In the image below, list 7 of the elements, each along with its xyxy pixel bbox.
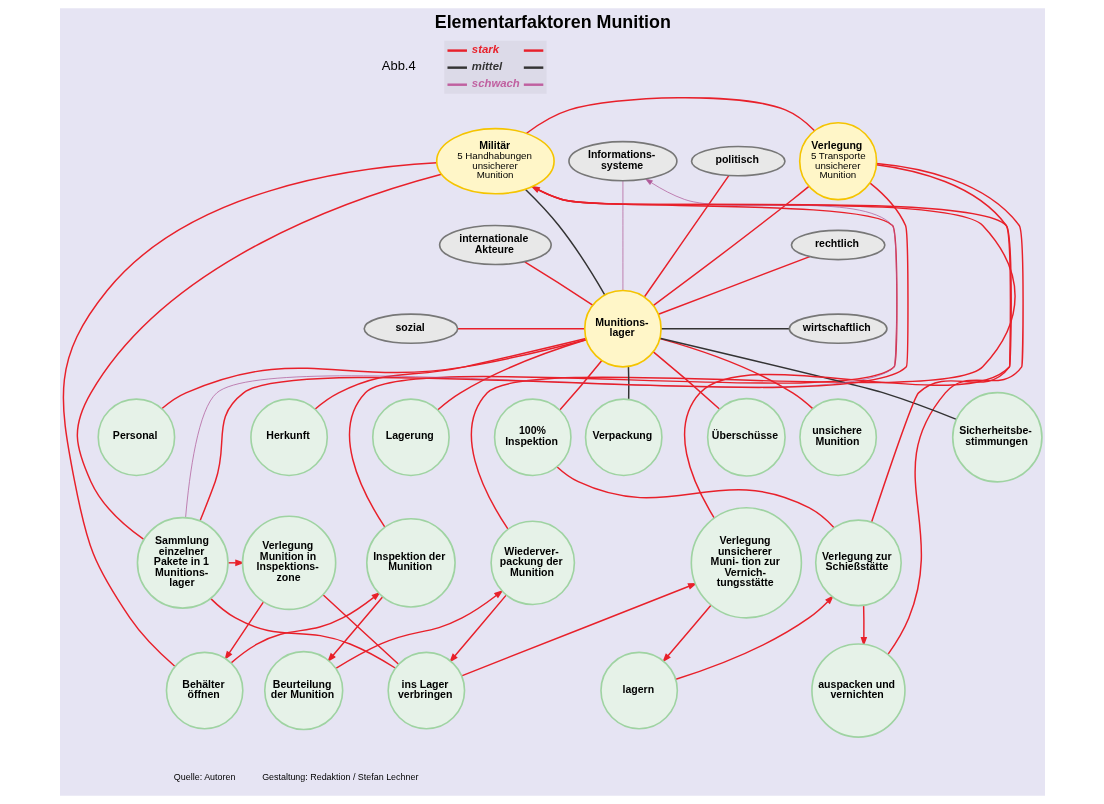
label: Abb.4 <box>381 58 416 74</box>
diagram-title: Elementarfaktoren Munition <box>434 12 671 33</box>
label: Gestaltung: Redaktion / Stefan Lechner <box>261 772 418 783</box>
label: Quelle: Autoren <box>173 772 235 783</box>
legend-label: stark <box>471 42 499 55</box>
legend-label: mittel <box>471 59 502 72</box>
legend-label: schwach <box>471 76 520 89</box>
